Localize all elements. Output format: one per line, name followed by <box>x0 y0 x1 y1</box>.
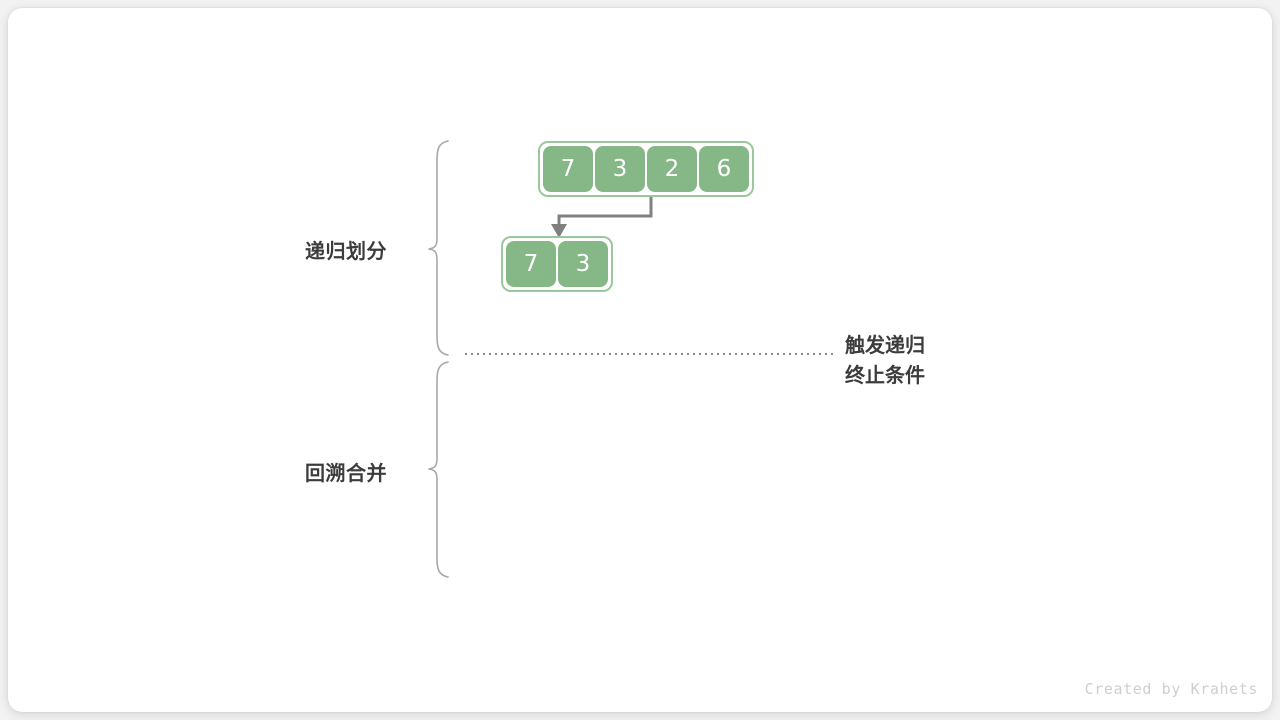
array-cell: 2 <box>647 146 697 192</box>
split-arrow <box>557 192 653 227</box>
array-cell: 7 <box>506 241 556 287</box>
root-array: 7 3 2 6 <box>538 141 754 197</box>
slide-card <box>8 8 1272 712</box>
left-subarray: 7 3 <box>501 236 613 292</box>
split-arrow-head <box>551 224 567 238</box>
terminate-condition-line2: 终止条件 <box>845 365 925 387</box>
section-label-merge: 回溯合并 <box>305 463 387 485</box>
brace-merge <box>428 361 449 578</box>
section-label-divide: 递归划分 <box>305 241 387 263</box>
array-cell: 3 <box>595 146 645 192</box>
array-cell: 6 <box>699 146 749 192</box>
array-cell: 3 <box>558 241 608 287</box>
watermark: Created by Krahets <box>1084 680 1258 698</box>
brace-divide <box>428 140 449 356</box>
terminate-condition-note: 触发递归 终止条件 <box>845 331 925 391</box>
terminate-condition-line1: 触发递归 <box>845 335 925 357</box>
array-cell: 7 <box>543 146 593 192</box>
